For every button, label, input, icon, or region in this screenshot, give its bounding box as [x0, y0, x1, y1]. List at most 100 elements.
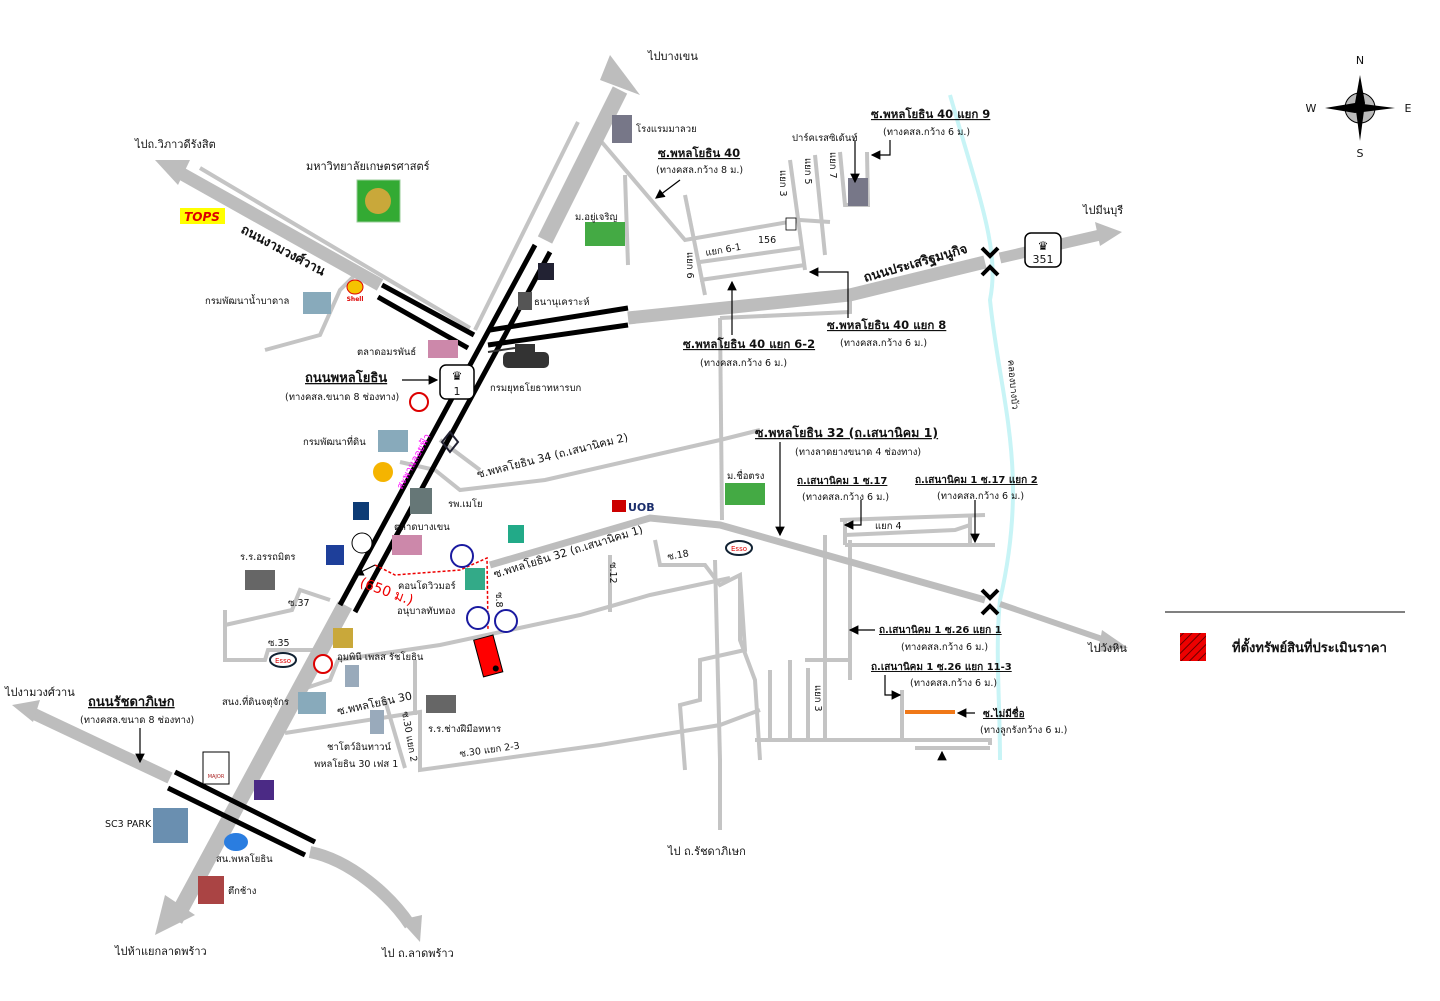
village-icon: [585, 222, 625, 246]
place-sc3-park: SC3 PARK: [105, 819, 152, 830]
flyovers: [166, 243, 629, 858]
place-groundwater-dept: กรมพัฒนาน้ำบาดาล: [205, 294, 289, 307]
svg-text:W: W: [1306, 102, 1317, 115]
highway-shield-1: ♛ 1: [439, 364, 475, 400]
place-park-residence: ปาร์คเรสซิเด้นท์: [792, 132, 858, 144]
senanikom-soi17-label: ถ.เสนานิคม 1 ซ.17: [797, 475, 887, 487]
place-chatuchak-land-office: สนง.ที่ดินจตุจักร: [222, 695, 289, 708]
craft-school-icon: [426, 695, 456, 713]
place-chateau-phase: พหลโยธิน 30 เฟส 1: [314, 758, 398, 770]
dest-min-buri: ไปมีนบุรี: [1082, 204, 1123, 217]
bangkhen-market-icon: [392, 535, 422, 555]
skywalk-circle-icon: [351, 532, 373, 554]
svg-text:S: S: [1357, 147, 1364, 160]
highway-shield-351: ♛ 351: [1024, 232, 1062, 268]
tank-icon: [487, 344, 549, 368]
place-condo-viewmore: คอนโดวิวมอร์: [398, 580, 456, 592]
senanikom-soi26-113-label: ถ.เสนานิคม 1 ซ.26 แยก 11-3: [871, 661, 1012, 673]
place-army-engineering: กรมยุทธโยธาทหารบก: [490, 382, 582, 394]
soi-40-yaek3: แยก 3: [777, 170, 788, 197]
chatuchak-office-icon: [298, 692, 326, 714]
hotel-icon: [612, 115, 632, 143]
house-icon: [518, 292, 532, 310]
soi-40-label: ซ.พหลโยธิน 40: [658, 145, 740, 160]
place-amorn-market: ตลาดอมรพันธ์: [357, 346, 416, 358]
ptt-icon: [508, 525, 524, 543]
soi-32-note: (ทางลาดยางขนาด 4 ช่องทาง): [795, 447, 921, 458]
bank-icon: [353, 502, 369, 520]
soi-34-road-label: ซ.พหลโยธิน 34 (ถ.เสนานิคม 2): [475, 430, 629, 481]
sc3-park-icon: [153, 808, 188, 843]
canal-label: คลองบางบัว: [1005, 359, 1020, 410]
kasikorn-icon: [313, 654, 333, 674]
soi-40-note: (ทางคสล.กว้าง 8 ม.): [656, 165, 743, 176]
umphinee-icon: [345, 665, 359, 687]
dest-bang-khen: ไปบางเขน: [647, 50, 698, 63]
tops-logo-icon: [180, 208, 225, 224]
svg-text:♛: ♛: [452, 369, 463, 383]
subject-property-marker: [473, 634, 504, 678]
hospital-icon: [410, 488, 432, 514]
pointer-arrows: [135, 140, 980, 764]
route-to-property: [374, 556, 489, 631]
uob-icon: [612, 500, 626, 512]
place-mayo-hospital: รพ.เมโย: [448, 498, 483, 510]
place-umphinee: อุมพินี เพลส รัชโยธิน: [337, 651, 424, 663]
pawnshop-icon: [538, 263, 554, 280]
school-icon: [245, 570, 275, 590]
svg-text:1: 1: [454, 385, 461, 398]
esso-logo-icon: [725, 540, 753, 556]
road-phahonyothin: ถนนพหลโยธิน: [305, 369, 387, 386]
bridge-icons: [980, 246, 1000, 616]
canal-khlong-bang-bua: [948, 94, 1015, 761]
soi-40-9-label: ซ.พหลโยธิน 40 แยก 9: [871, 106, 990, 121]
legend: ที่ตั้งทรัพย์สินที่ประเมินราคา: [1165, 611, 1405, 661]
skywalk-circle-icon: [450, 544, 474, 568]
senanikom-soi17-note: (ทางคสล.กว้าง 6 ม.): [802, 492, 889, 503]
bualuang-icon: [440, 430, 460, 454]
legend-swatch: [1180, 633, 1206, 661]
scb-ornament-icon: [333, 628, 353, 648]
place-chateau: ชาโตว์อินทาวน์: [327, 741, 392, 753]
senanikom-soi17-2-label: ถ.เสนานิคม 1 ซ.17 แยก 2: [915, 474, 1038, 486]
soi-40-9-note: (ทางคสล.กว้าง 6 ม.): [883, 127, 970, 138]
road-ratchadaphisek-note: (ทางคสล.ขนาด 8 ช่องทาง): [80, 715, 194, 726]
place-bangkhen-market: ตลาดบางเขน: [394, 522, 450, 533]
unnamed-soi-note: (ทางลูกรังกว้าง 6 ม.): [980, 725, 1067, 736]
svg-text:Esso: Esso: [275, 657, 291, 665]
land-dept-icon: [378, 430, 408, 452]
kasikorn-icon: [409, 392, 429, 412]
senanikom-yaek4: แยก 4: [875, 521, 902, 532]
soi-26-yaek3: แยก 3: [812, 685, 823, 712]
road-phahonyothin-note: (ทางคสล.ขนาด 8 ช่องทาง): [285, 392, 399, 403]
skywalk-circle-icon: [494, 609, 518, 633]
police-station-icon: [224, 833, 248, 851]
place-chuetrong: ม.ชื่อตรง: [727, 469, 764, 482]
soi-40-yaek7: แยก 7: [827, 152, 838, 179]
chateau-icon: [370, 710, 384, 734]
soi-32-heading: ซ.พหลโยธิน 32 (ถ.เสนานิคม 1): [755, 425, 938, 440]
soi-35: ซ.35: [268, 638, 290, 649]
svg-text:♛: ♛: [1038, 239, 1049, 253]
soi-40-6-2-label: ซ.พหลโยธิน 40 แยก 6-2: [683, 336, 815, 351]
scb-icon: [254, 780, 274, 800]
place-arunmit-school: ร.ร.อรรถมิตร: [240, 552, 295, 563]
dest-wang-hin: ไปวังหิน: [1087, 642, 1127, 655]
soi-12: ซ.12: [607, 562, 618, 584]
place-yoocharoen: ม.อยู่เจริญ: [575, 212, 618, 223]
dest-ngam-wong-wan: ไปงามวงศ์วาน: [4, 686, 75, 699]
dest-ladprao-road: ไป ถ.ลาดพร้าว: [381, 947, 454, 960]
place-land-dev-dept: กรมพัฒนาที่ดิน: [303, 435, 366, 448]
dest-ladprao-junction: ไปห้าแยกลาดพร้าว: [114, 945, 207, 958]
senanikom-soi26-113-note: (ทางคสล.กว้าง 6 ม.): [910, 678, 997, 689]
soi-8: ซ.8: [493, 592, 504, 608]
place-phahon-police: สน.พหลโยธิน: [216, 853, 273, 865]
svg-text:N: N: [1356, 54, 1364, 67]
svg-text:MAJOR: MAJOR: [208, 774, 225, 780]
place-craft-school: ร.ร.ช่างฝีมือทหาร: [428, 723, 501, 735]
ktb-icon: [326, 545, 344, 565]
minor-roads: [198, 121, 995, 830]
soi-40-yaek5: แยก 5: [802, 158, 813, 185]
soi-40-8-label: ซ.พหลโยธิน 40 แยก 8: [827, 317, 946, 332]
market-icon: [428, 340, 458, 358]
